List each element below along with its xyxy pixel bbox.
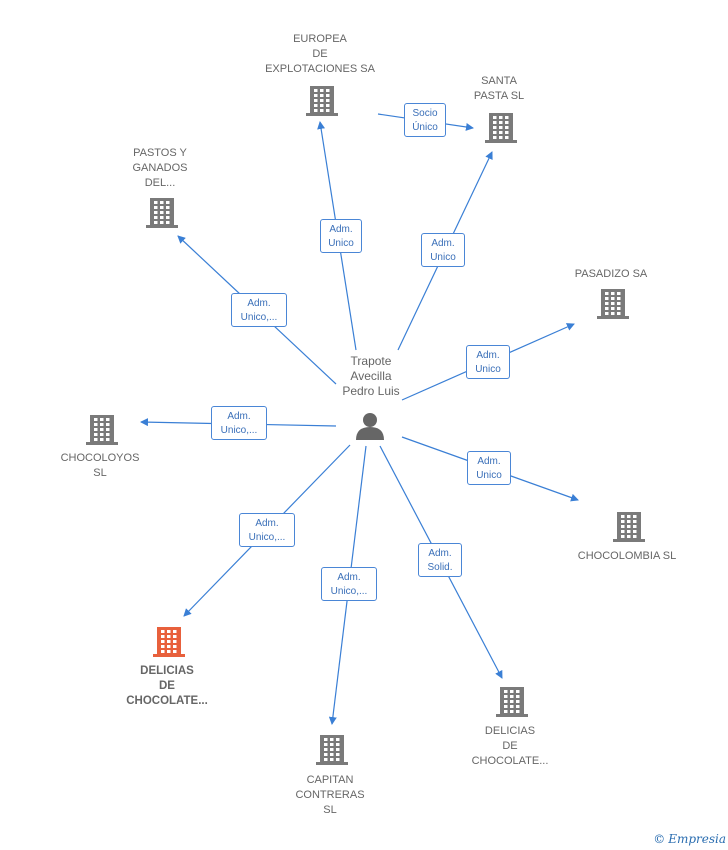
building-icon[interactable] [153, 627, 185, 657]
edge-label-santa-pasta[interactable]: Socio Único [404, 103, 446, 137]
edge-label-chocolombia[interactable]: Adm. Unico [467, 451, 511, 485]
person-icon[interactable] [356, 413, 384, 440]
company-name-delicias-2[interactable]: DELICIAS DE CHOCOLATE... [471, 724, 549, 767]
credit-text: Empresia [668, 832, 726, 846]
building-icon[interactable] [316, 735, 348, 765]
company-name-chocolombia[interactable]: CHOCOLOMBIA SL [577, 549, 677, 562]
company-name-chocoloyos[interactable]: CHOCOLOYOS SL [60, 452, 140, 479]
edge-label-europea[interactable]: Adm. Unico [320, 219, 362, 253]
copyright-symbol: © [653, 832, 666, 846]
company-name-delicias-1[interactable]: DELICIAS DE CHOCOLATE... [126, 664, 208, 707]
building-icon[interactable] [485, 113, 517, 143]
person-name[interactable]: Trapote Avecilla Pedro Luis [342, 354, 400, 398]
credit: ©Empresia [653, 832, 726, 846]
company-name-capitan[interactable]: CAPITAN CONTRERAS SL [295, 773, 365, 816]
building-icon[interactable] [496, 687, 528, 717]
building-icon[interactable] [613, 512, 645, 542]
building-icon[interactable] [306, 86, 338, 116]
company-name-santa-pasta[interactable]: SANTA PASTA SL [473, 75, 525, 102]
edge-label-santa-pasta[interactable]: Adm. Unico [421, 233, 465, 267]
edge-label-delicias-2[interactable]: Adm. Solid. [418, 543, 462, 577]
edge-label-chocoloyos[interactable]: Adm. Unico,... [211, 406, 267, 440]
company-name-pasadizo[interactable]: PASADIZO SA [574, 267, 648, 280]
edge-label-pasadizo[interactable]: Adm. Unico [466, 345, 510, 379]
company-name-pastos[interactable]: PASTOS Y GANADOS DEL... [132, 146, 188, 189]
building-icon[interactable] [86, 415, 118, 445]
edge-label-capitan[interactable]: Adm. Unico,... [321, 567, 377, 601]
edge-label-pastos[interactable]: Adm. Unico,... [231, 293, 287, 327]
company-name-europea[interactable]: EUROPEA DE EXPLOTACIONES SA [265, 32, 375, 75]
building-icon[interactable] [597, 289, 629, 319]
building-icon[interactable] [146, 198, 178, 228]
edge-label-delicias-1[interactable]: Adm. Unico,... [239, 513, 295, 547]
